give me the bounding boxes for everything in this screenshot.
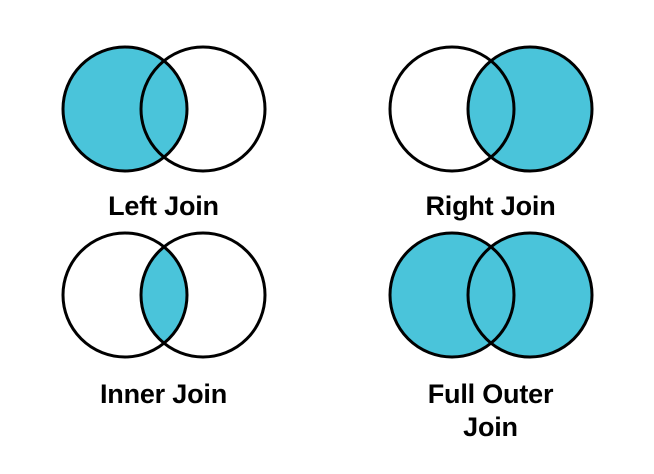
- panel-full-outer-join[interactable]: Full Outer Join: [327, 222, 654, 474]
- circle-right-outline: [139, 45, 266, 173]
- venn-left-join: [59, 44, 269, 174]
- panel-label-right-join: Right Join: [425, 191, 556, 221]
- circle-left-outline: [61, 231, 188, 359]
- region-intersection-fill: [140, 233, 187, 357]
- region-intersection-fill: [467, 47, 514, 171]
- venn-right-join: [386, 44, 596, 174]
- circle-right-outline: [466, 231, 593, 359]
- panel-label-left-join: Left Join: [108, 191, 219, 221]
- region-intersection-fill: [140, 47, 187, 171]
- panel-label-inner-join: Inner Join: [99, 379, 227, 409]
- panel-right-join[interactable]: Right Join: [327, 0, 654, 222]
- venn-full-outer-join: [386, 230, 596, 360]
- panel-left-join[interactable]: Left Join: [0, 0, 327, 222]
- circle-left-outline: [388, 231, 515, 359]
- circle-right-fill: [467, 233, 592, 357]
- panel-label-full-outer-join: Full Outer Join: [427, 379, 554, 442]
- panel-inner-join[interactable]: Inner Join: [0, 222, 327, 474]
- circle-left-outline: [388, 45, 515, 173]
- circle-right-outline: [139, 231, 266, 359]
- venn-inner-join: [59, 230, 269, 360]
- circle-left-outline: [61, 45, 188, 173]
- circle-right-outline: [466, 45, 593, 173]
